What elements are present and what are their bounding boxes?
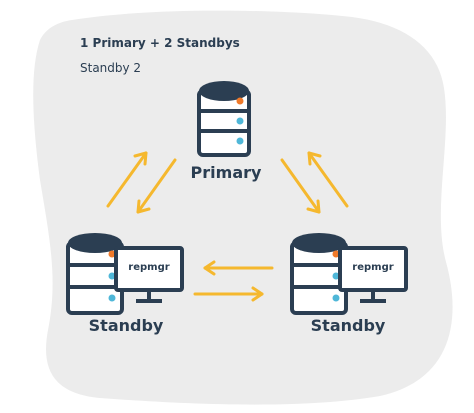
arrow-left-standby-to-right-standby: [193, 286, 264, 302]
arrow-primary-to-right-standby: [280, 158, 321, 214]
standby-left-tool-label: repmgr: [128, 262, 170, 273]
arrow-right-standby-to-left-standby: [203, 260, 274, 276]
standby-right-tool-label: repmgr: [352, 262, 394, 273]
arrow-left-standby-to-primary: [106, 151, 148, 208]
arrow-primary-to-left-standby: [136, 158, 177, 214]
standby-left-label: Standby: [88, 316, 164, 335]
standby-right-label: Standby: [310, 316, 386, 335]
primary-label: Primary: [190, 163, 262, 182]
standby-right-monitor-icon: [338, 246, 408, 303]
standby-left-database-icon: [66, 233, 124, 315]
arrow-right-standby-to-primary: [307, 151, 349, 208]
primary-database-icon: [197, 81, 251, 157]
standby-right-database-icon: [290, 233, 348, 315]
diagram-title: 1 Primary + 2 Standbys: [80, 36, 240, 50]
standby-left-monitor-icon: [114, 246, 184, 303]
diagram-subtitle: Standby 2: [80, 61, 142, 75]
